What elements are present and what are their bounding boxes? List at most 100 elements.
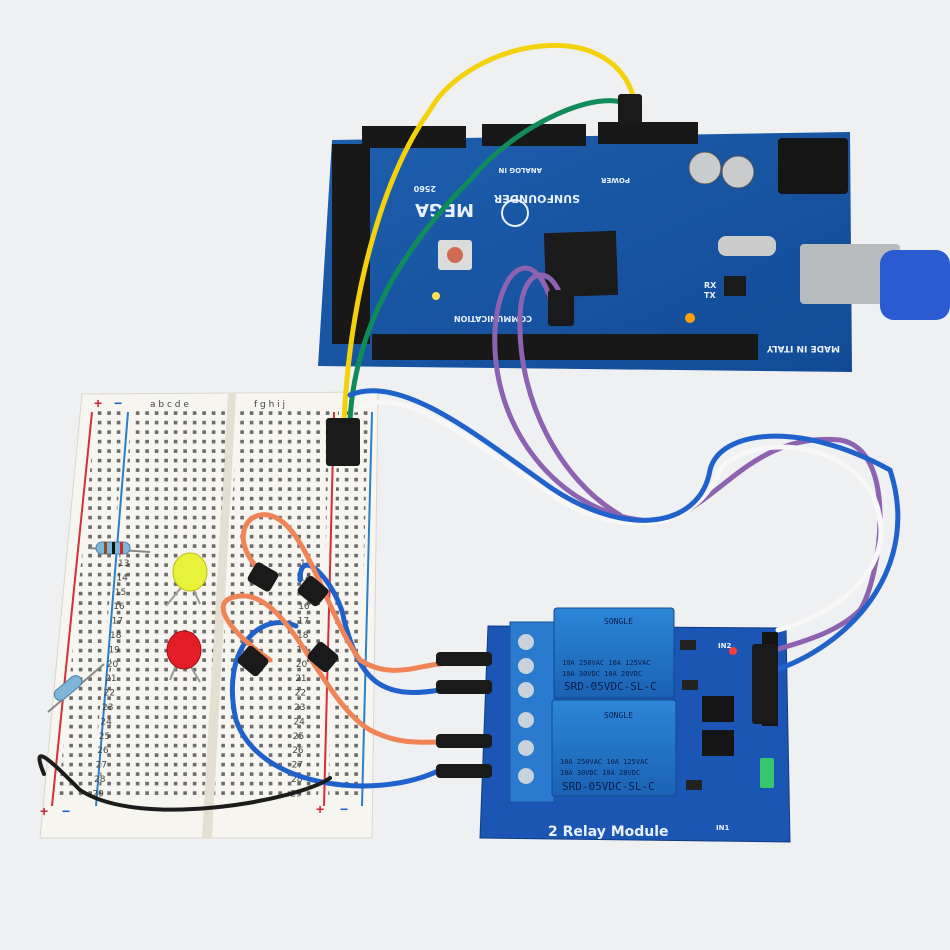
row-number: 17 [112, 617, 123, 627]
row-number-right: 14 [299, 573, 311, 583]
col-letters-right: f g h i j [254, 400, 285, 410]
col-letters-left: a b c d e [150, 400, 189, 410]
wire-white [353, 399, 884, 633]
microcontroller-chip [543, 230, 619, 298]
plug-2 [436, 680, 492, 694]
relay-2: SONGLE 10A 250VAC 10A 125VAC 10A 30VDC 1… [551, 699, 677, 797]
screw-3 [518, 682, 534, 698]
row-number: 14 [116, 573, 128, 583]
relay-1-brand: SONGLE [604, 617, 633, 626]
header-power [598, 122, 698, 144]
relay-1: SONGLE 10A 250VAC 10A 125VAC 10A 30VDC 1… [553, 607, 675, 699]
relay-module: SONGLE 10A 250VAC 10A 125VAC 10A 30VDC 1… [479, 607, 804, 843]
center-channel [202, 394, 236, 838]
red-led [166, 630, 202, 683]
sunfounder-logo-icon [501, 199, 529, 227]
row-number: 15 [115, 588, 126, 598]
tx-label: TX [704, 291, 716, 300]
connector-comm [548, 290, 574, 326]
crystal [718, 236, 776, 256]
row-number-right: 23 [294, 703, 305, 713]
row-number-right: 20 [296, 660, 308, 670]
screw-5 [518, 740, 534, 756]
capacitor-2 [721, 155, 755, 189]
brand-text: SUNFOUNDER [493, 192, 580, 205]
wire-orange-2 [220, 593, 443, 745]
plug-3 [436, 734, 492, 748]
communication-label: COMMUNICATION [454, 314, 532, 323]
row-number: 24 [100, 717, 112, 727]
row-number-right: 29 [290, 789, 302, 799]
relay-2-model: SRD-05VDC-SL-C [562, 780, 655, 793]
plug-1 [436, 652, 492, 666]
relay-title: 2 Relay Module [548, 824, 669, 840]
row-number: 16 [113, 602, 125, 612]
wire-yellow [341, 43, 639, 423]
vcc-jumper [760, 758, 774, 788]
wire-connectors [237, 94, 778, 778]
plug-bb-4 [307, 641, 339, 673]
screw-6 [518, 768, 534, 784]
reset-button-cap [447, 247, 463, 263]
wire-orange-1 [240, 512, 443, 673]
row-number: 18 [110, 631, 122, 641]
rail-left-holes [58, 410, 126, 800]
rail-left-blue-line [95, 411, 129, 807]
rail-plus-bottom-right: + [316, 801, 324, 817]
row-number-right: 28 [291, 775, 303, 785]
power-label: POWER [600, 176, 630, 184]
optocoupler-1 [702, 696, 734, 722]
plug-bb-3 [237, 645, 269, 677]
arduino-mega-board: SUNFOUNDER MEGA 2560 MADE IN ITALY POWER… [318, 122, 950, 372]
smd-1 [680, 640, 696, 650]
optocoupler-2 [702, 730, 734, 756]
yellow-led-dome [172, 552, 208, 592]
rail-plus-top-left: + [94, 395, 102, 411]
row-number-right: 22 [295, 689, 306, 699]
capacitor-1 [688, 151, 722, 185]
row-number: 26 [97, 746, 109, 756]
row-number: 13 [118, 559, 129, 569]
wire-green [347, 98, 629, 423]
row-number: 19 [108, 645, 120, 655]
board-led-power [685, 313, 695, 323]
resistor-2 [47, 663, 105, 713]
row-number: 25 [99, 732, 110, 742]
row-number: 20 [107, 660, 119, 670]
holes-left [98, 410, 228, 800]
header-digital-left [332, 144, 370, 344]
rail-plus-bottom-left: + [40, 803, 48, 819]
row-number: 29 [92, 789, 104, 799]
rail-minus-bottom-left: − [62, 803, 70, 819]
model-no-text: 2560 [413, 184, 436, 193]
analog-label: ANALOG IN [498, 166, 542, 174]
smd-3 [686, 780, 702, 790]
relay-1-rating-2: 10A 30VDC 10A 28VDC [562, 670, 642, 678]
usb-cable [880, 250, 950, 320]
connector-breadboard [326, 418, 360, 466]
usb-connector [800, 244, 900, 304]
plug-bb-2 [297, 575, 329, 607]
rail-left-red-line [51, 411, 93, 807]
plug-4 [436, 764, 492, 778]
relay-1-model: SRD-05VDC-SL-C [564, 680, 657, 693]
row-number-right: 16 [298, 602, 310, 612]
rail-minus-top-left: − [114, 395, 122, 411]
row-number: 22 [104, 689, 115, 699]
usb-chip [724, 276, 746, 296]
wire-purple-2 [517, 272, 623, 518]
rail-right-red-line [323, 411, 335, 807]
plug-bb-1 [247, 562, 279, 592]
rx-label: RX [704, 281, 717, 290]
wire-blue-2 [229, 620, 443, 789]
board-led-l [432, 292, 440, 300]
connector-top [618, 94, 642, 124]
screw-2 [518, 658, 534, 674]
row-number: 21 [105, 674, 116, 684]
dc-jack [778, 138, 848, 194]
relay-2-rating-1: 10A 250VAC 10A 125VAC [560, 758, 649, 766]
row-number-right: 27 [292, 761, 303, 771]
red-led-dome [166, 630, 202, 670]
